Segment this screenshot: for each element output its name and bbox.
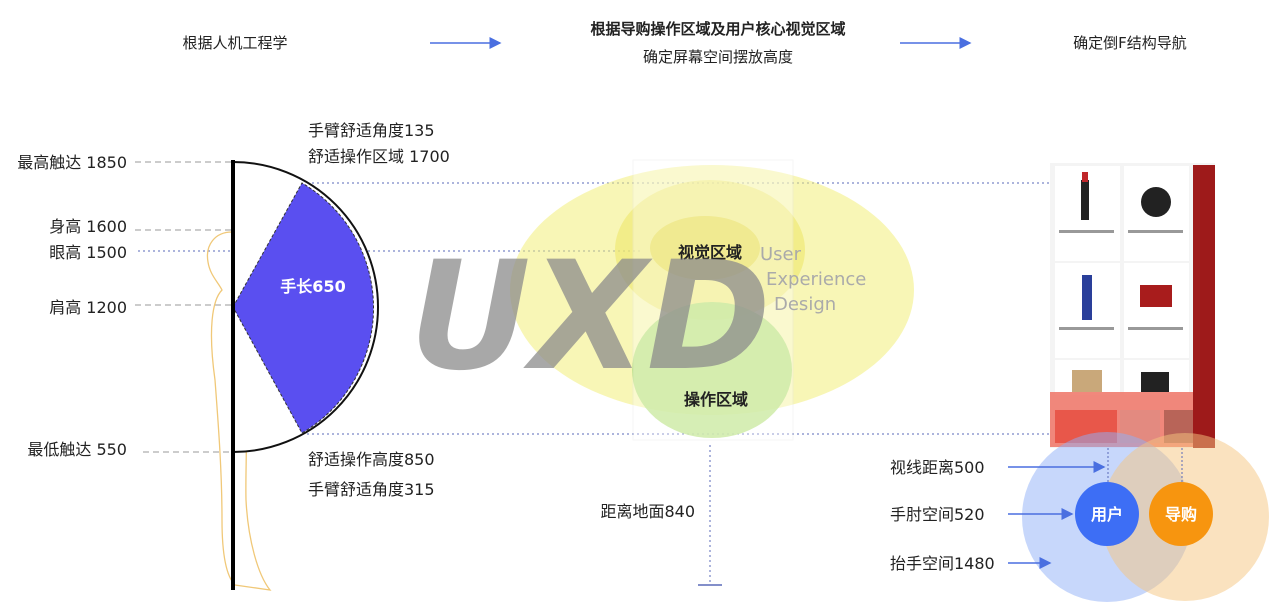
user-label: 用户 — [1091, 505, 1123, 524]
raise-space-label: 抬手空间1480 — [890, 554, 995, 573]
visual-core-ellipse — [650, 216, 760, 280]
comfort-zone-label: 舒适操作区域 1700 — [308, 147, 450, 166]
product-lipstick — [1081, 180, 1089, 220]
product-cream — [1140, 285, 1172, 307]
product-serum — [1082, 275, 1092, 320]
side-nav-bar — [1193, 165, 1215, 448]
watermark-design: Design — [774, 294, 836, 315]
operation-ellipse — [632, 302, 792, 438]
watermark-experience: Experience — [766, 269, 866, 290]
visual-zone-label: 视觉区域 — [678, 243, 742, 262]
height-label: 身高 1600 — [49, 217, 127, 236]
comfort-height-label: 舒适操作高度850 — [308, 450, 435, 469]
max-reach-label: 最高触达 1850 — [17, 153, 127, 172]
min-reach-label: 最低触达 550 — [27, 440, 127, 459]
comfort-sector — [232, 182, 374, 434]
uxd-watermark-logo: UXD — [409, 230, 771, 404]
elbow-space-label: 手肘空间520 — [890, 505, 985, 524]
guide-circle — [1149, 482, 1213, 546]
step-1-label: 根据人机工程学 — [182, 34, 287, 52]
height-ticks — [135, 161, 232, 453]
screen-frame — [632, 159, 794, 441]
sight-distance-label: 视线距离500 — [890, 458, 985, 477]
step-3-label: 确定倒F结构导航 — [1073, 34, 1187, 52]
shoulder-height-label: 肩高 1200 — [49, 298, 127, 317]
screen-mockup — [1050, 163, 1215, 448]
arm-angle-bottom-label: 手臂舒适角度315 — [308, 480, 435, 499]
arm-length-label: 手长650 — [280, 277, 345, 296]
eye-height-label: 眼高 1500 — [49, 243, 127, 262]
user-circle — [1075, 482, 1139, 546]
watermark-user: User — [760, 244, 802, 265]
product-cushion — [1141, 187, 1171, 217]
step-2-label: 根据导购操作区域及用户核心视觉区域 — [590, 20, 845, 38]
step-2-sublabel: 确定屏幕空间摆放高度 — [643, 48, 793, 66]
operation-zone-label: 操作区域 — [684, 390, 748, 409]
ground-distance-label: 距离地面840 — [600, 502, 695, 521]
guide-label: 导购 — [1165, 505, 1197, 524]
arm-angle-top-label: 手臂舒适角度135 — [308, 121, 435, 140]
